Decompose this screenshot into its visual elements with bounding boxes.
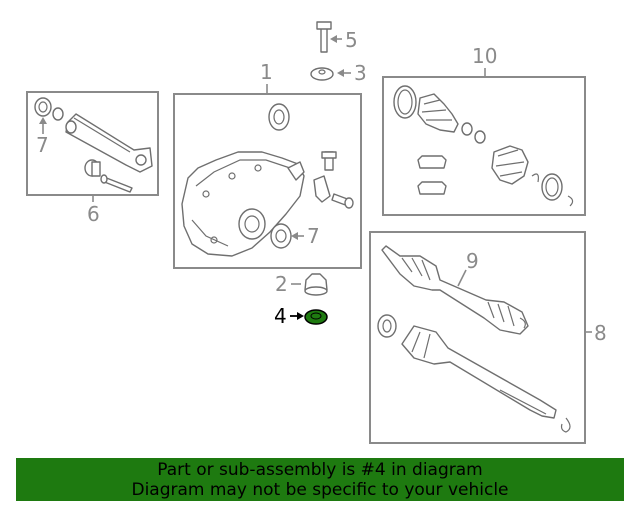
housing-output-port <box>238 208 266 240</box>
upper-seal <box>268 103 290 131</box>
callout-1[interactable]: 1 <box>260 60 273 84</box>
assembly-8-group[interactable]: 8 9 <box>369 231 607 444</box>
side-seal <box>270 223 292 249</box>
part-4-highlighted[interactable] <box>304 309 328 325</box>
boot-clip-upper <box>417 155 447 169</box>
half-shaft-9 <box>381 245 529 335</box>
extension-tube <box>65 113 153 173</box>
part-2-mount-group[interactable]: 2 <box>275 272 328 296</box>
banner-line-1: Part or sub-assembly is #4 in diagram <box>157 460 483 480</box>
boot-clip-lower <box>417 181 447 195</box>
callout-3[interactable]: 3 <box>354 61 367 85</box>
callout-7-left[interactable]: 7 <box>36 133 49 157</box>
assembly-6-group[interactable]: 7 6 <box>26 91 159 226</box>
callout-4[interactable]: 4 <box>274 304 287 328</box>
inner-boot <box>417 93 459 133</box>
assembly-1-group[interactable]: 1 7 <box>173 60 362 269</box>
boot-clamp-small <box>541 173 563 201</box>
differential-housing <box>181 151 305 257</box>
part-5-bolt-group[interactable]: 5 <box>316 21 358 53</box>
seal-ring <box>34 97 52 117</box>
callout-8[interactable]: 8 <box>594 321 607 345</box>
banner-line-2: Diagram may not be specific to your vehi… <box>131 480 509 500</box>
boot-clamp-large <box>393 85 417 119</box>
bracket <box>313 175 331 203</box>
callout-7-center[interactable]: 7 <box>307 224 320 248</box>
callout-5[interactable]: 5 <box>345 28 358 52</box>
outer-boot <box>491 145 529 185</box>
assembly-10-group[interactable]: 10 <box>382 44 586 216</box>
small-washer <box>52 107 64 121</box>
assembly-10-frame <box>382 76 586 216</box>
intermediate-shaft <box>401 325 557 419</box>
callout-2[interactable]: 2 <box>275 272 288 296</box>
assembly-8-frame <box>369 231 586 444</box>
callout-10[interactable]: 10 <box>472 44 497 68</box>
bolt-5 <box>320 27 328 53</box>
shaft-seal <box>377 314 397 338</box>
info-banner: Part or sub-assembly is #4 in diagram Di… <box>16 458 624 501</box>
part-3-washer-group[interactable]: 3 <box>310 61 367 85</box>
part-4-highlighted-group[interactable]: 4 <box>274 304 328 328</box>
callout-6[interactable]: 6 <box>87 202 100 226</box>
callout-9[interactable]: 9 <box>466 249 479 273</box>
